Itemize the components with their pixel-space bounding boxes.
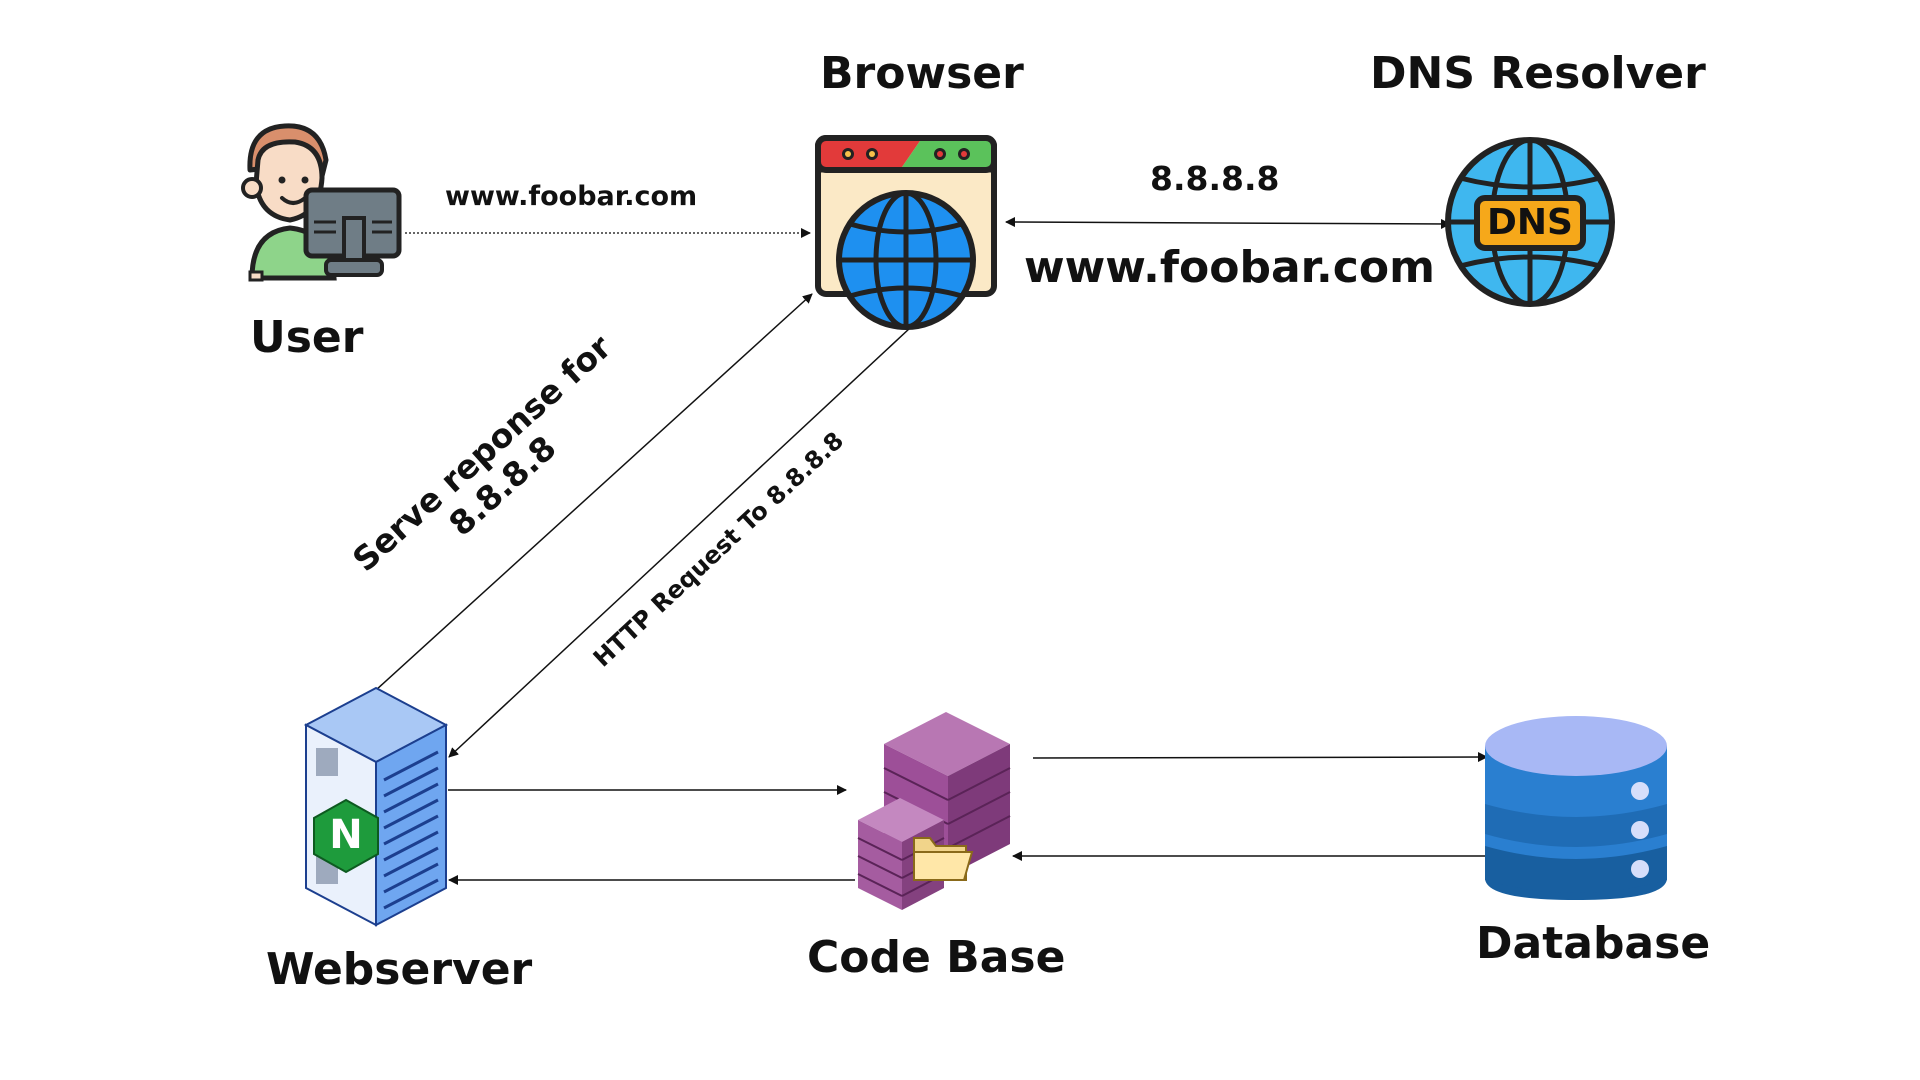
- user-icon: [241, 123, 402, 282]
- code-base-label: Code Base: [807, 932, 1066, 983]
- user-to-browser-label: www.foobar.com: [445, 181, 698, 212]
- edge-codebase-to-database: [1032, 752, 1488, 763]
- browser-label: Browser: [820, 48, 1024, 99]
- folder-icon: [913, 837, 974, 881]
- user-label: User: [250, 312, 364, 363]
- dns-resolver-label: DNS Resolver: [1370, 48, 1706, 99]
- edge-browser-dns: [1005, 217, 1451, 229]
- dns-ip-label: 8.8.8.8: [1150, 159, 1280, 198]
- dns-globe-icon: [1445, 137, 1615, 307]
- dns-badge-text: DNS: [1487, 202, 1573, 243]
- webserver-label: Webserver: [266, 944, 533, 995]
- edge-webserver-to-browser: [375, 293, 813, 691]
- nginx-badge-text: N: [329, 812, 363, 858]
- edge-browser-to-webserver: [448, 327, 911, 758]
- browser-icon: [815, 135, 997, 330]
- database-label: Database: [1476, 918, 1711, 969]
- webserver-icon: [303, 686, 449, 927]
- code-base-icon: [857, 712, 1011, 910]
- dns-query-label: www.foobar.com: [1024, 242, 1435, 293]
- database-icon: [1485, 716, 1667, 900]
